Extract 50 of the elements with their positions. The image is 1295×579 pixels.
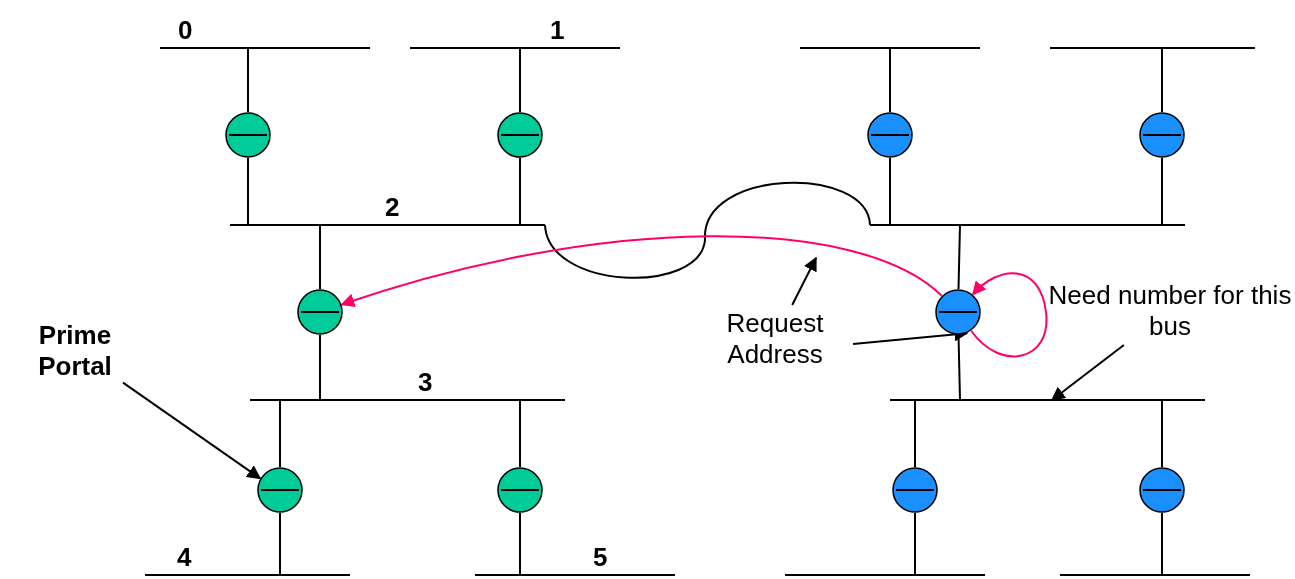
loop-arrow (970, 272, 1048, 358)
bus-wire (1161, 512, 1163, 576)
bus-wire (544, 182, 871, 279)
bus-number: 1 (550, 15, 565, 45)
bus-line (1060, 572, 1250, 576)
bus-wire (247, 47, 249, 113)
bus-number: 5 (593, 542, 608, 572)
bus-wire (914, 512, 916, 576)
bus-wire (889, 47, 891, 113)
portal-circle (867, 112, 913, 158)
annotation-text: Need number for this bus (1045, 280, 1295, 342)
portal-circle (935, 289, 981, 335)
portal-circle (257, 467, 303, 513)
bus-line (890, 397, 1205, 401)
bus-wire (519, 399, 521, 468)
bus-number: 2 (385, 192, 400, 222)
bus-wire (279, 512, 281, 576)
portal-circle (892, 467, 938, 513)
bus-wire (519, 157, 521, 226)
bus-wire (914, 399, 916, 468)
bus-wire (319, 224, 321, 290)
portal-circle (1139, 112, 1185, 158)
bus-number: 3 (418, 367, 433, 397)
bus-wire (247, 157, 249, 226)
bus-wire (1161, 399, 1163, 468)
bus-line (785, 572, 985, 576)
bus-wire (519, 47, 521, 113)
leader-arrow (122, 381, 262, 480)
bus-wire (1161, 157, 1163, 226)
arrow (340, 235, 943, 308)
portal-circle (1139, 467, 1185, 513)
bus-wire (319, 334, 321, 401)
bus-line (1050, 45, 1255, 49)
annotation-text: Request Address (700, 308, 850, 370)
bus-wire (519, 512, 521, 576)
bus-number: 0 (178, 15, 193, 45)
portal-circle (497, 467, 543, 513)
bus-line (800, 45, 980, 49)
bus-line (870, 222, 1185, 226)
leader-arrow (1050, 344, 1125, 401)
portal-circle (297, 289, 343, 335)
bus-wire (957, 224, 961, 290)
portal-circle (497, 112, 543, 158)
leader-arrow (791, 256, 817, 306)
bus-wire (889, 157, 891, 226)
portal-circle (225, 112, 271, 158)
bus-wire (1161, 47, 1163, 113)
annotation-text: Prime Portal (30, 320, 120, 382)
bus-number: 4 (177, 542, 192, 572)
bus-wire (279, 399, 281, 468)
